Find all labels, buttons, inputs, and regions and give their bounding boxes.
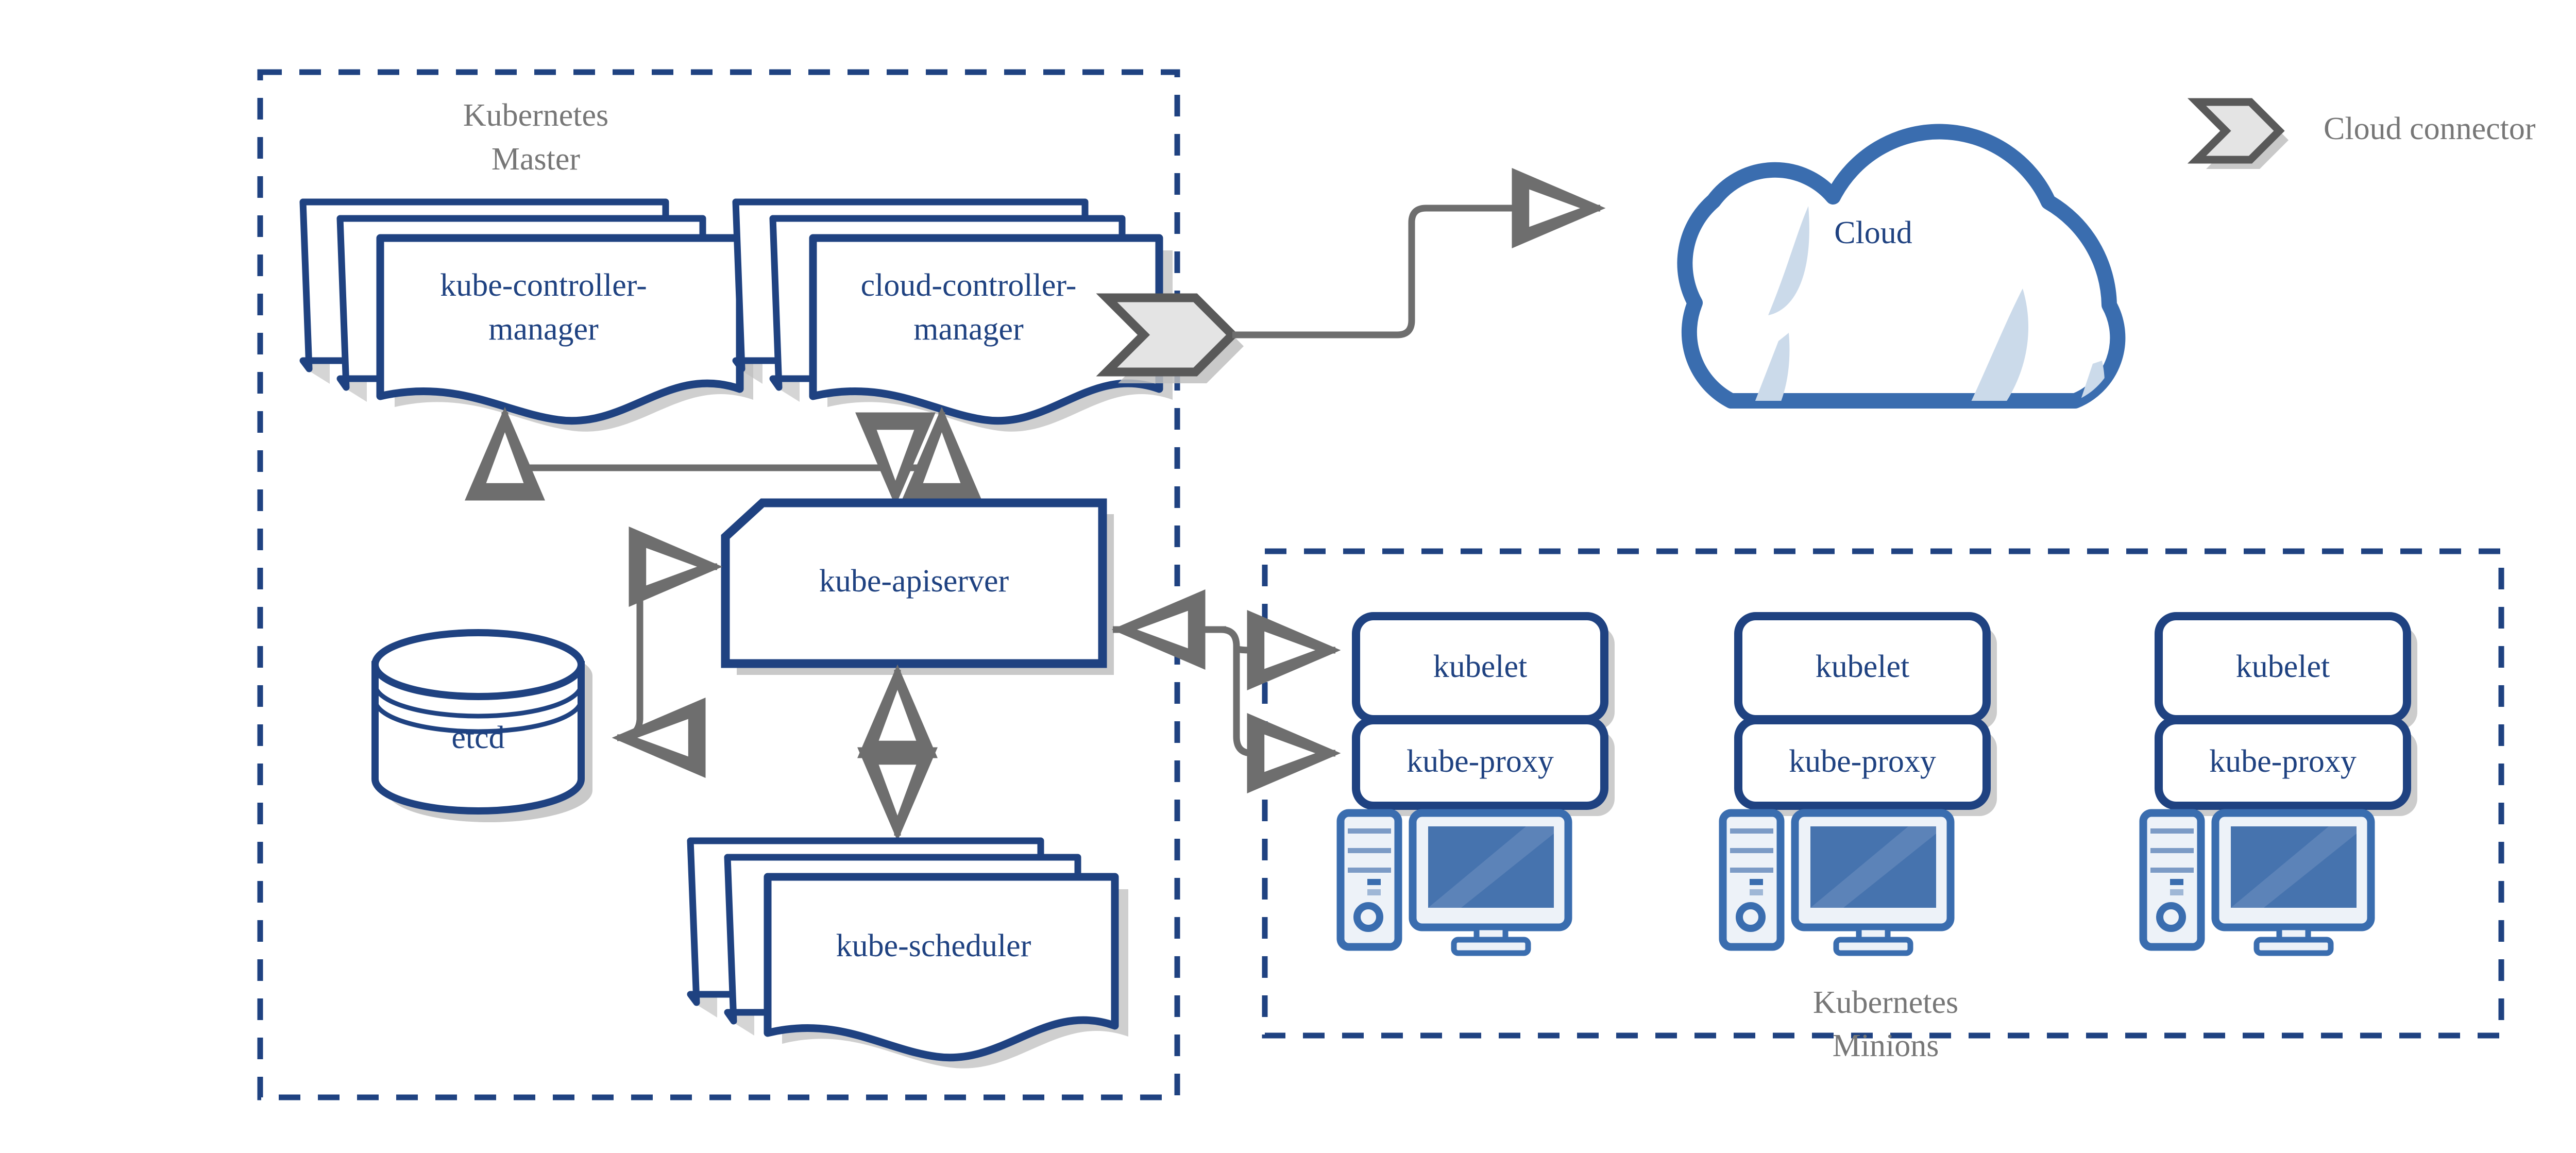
kube-proxy-label-2: kube-proxy xyxy=(1789,744,1936,779)
minions-group-label-line1: Kubernetes xyxy=(1813,985,1958,1020)
minion-node-2: kubelet kube-proxy xyxy=(1719,612,1997,956)
legend-cloud-connector-icon xyxy=(2187,98,2285,164)
etcd-label: etcd xyxy=(451,720,504,755)
minion-node-3: kubelet kube-proxy xyxy=(2139,612,2417,956)
kube-proxy-box-3[interactable] xyxy=(2155,716,2411,810)
kube-proxy-label-1: kube-proxy xyxy=(1406,744,1554,779)
kube-scheduler-label: kube-scheduler xyxy=(836,928,1031,963)
master-group-label-line1: Kubernetes xyxy=(463,98,608,133)
apiserver-etcd-bidirectional-arrow xyxy=(612,527,723,778)
etcd-cylinder-top xyxy=(371,629,585,700)
cloud-controller-manager-label-line2: manager xyxy=(913,312,1024,347)
kube-apiserver-node[interactable]: kube-apiserver xyxy=(721,498,1114,675)
kube-controller-manager-label-line1: kube-controller- xyxy=(440,268,647,303)
kubernetes-master-boundary xyxy=(257,69,1180,1100)
kube-apiserver-label: kube-apiserver xyxy=(819,564,1009,599)
cloud-label: Cloud xyxy=(1834,215,1912,250)
kubelet-label-1: kubelet xyxy=(1433,649,1528,684)
computer-icon-3 xyxy=(2139,809,2375,956)
kube-proxy-label-3: kube-proxy xyxy=(2209,744,2357,779)
etcd-node[interactable]: etcd xyxy=(371,629,592,822)
computer-icon-1 xyxy=(1336,809,1572,956)
minions-group-label-line2: Minions xyxy=(1833,1028,1939,1063)
cloud-node[interactable]: Cloud xyxy=(1677,124,2126,456)
apiserver-to-kubelet-arrow xyxy=(1233,610,1341,690)
apiserver-to-kube-proxy-arrow xyxy=(1113,626,1341,793)
kubelet-label-3: kubelet xyxy=(2236,649,2330,684)
connector-to-cloud-arrow xyxy=(1232,168,1606,338)
cloud-connector-icon xyxy=(1096,293,1244,383)
kube-proxy-box-1[interactable] xyxy=(1352,716,1608,810)
legend-cloud-connector-label: Cloud connector xyxy=(2324,111,2536,146)
kube-proxy-box-2[interactable] xyxy=(1734,716,1991,810)
minion-node-1: kubelet kube-proxy xyxy=(1336,612,1615,956)
cloud-controller-manager-label-line1: cloud-controller- xyxy=(861,268,1077,303)
kube-scheduler-node[interactable]: kube-scheduler xyxy=(687,837,1128,1069)
master-group-label-line2: Master xyxy=(492,142,581,177)
kube-controller-manager-label-line2: manager xyxy=(488,312,599,347)
kube-controller-manager-node[interactable]: kube-controller- manager xyxy=(299,198,753,432)
cloud-controller-manager-node[interactable]: cloud-controller- manager xyxy=(732,198,1173,432)
computer-icon-2 xyxy=(1719,809,1955,956)
apiserver-to-cloud-controller-manager-arrow xyxy=(892,406,982,501)
cloud-wisps xyxy=(1735,206,2105,401)
kubelet-label-2: kubelet xyxy=(1816,649,1910,684)
legend-cloud-connector: Cloud connector xyxy=(2187,98,2536,169)
